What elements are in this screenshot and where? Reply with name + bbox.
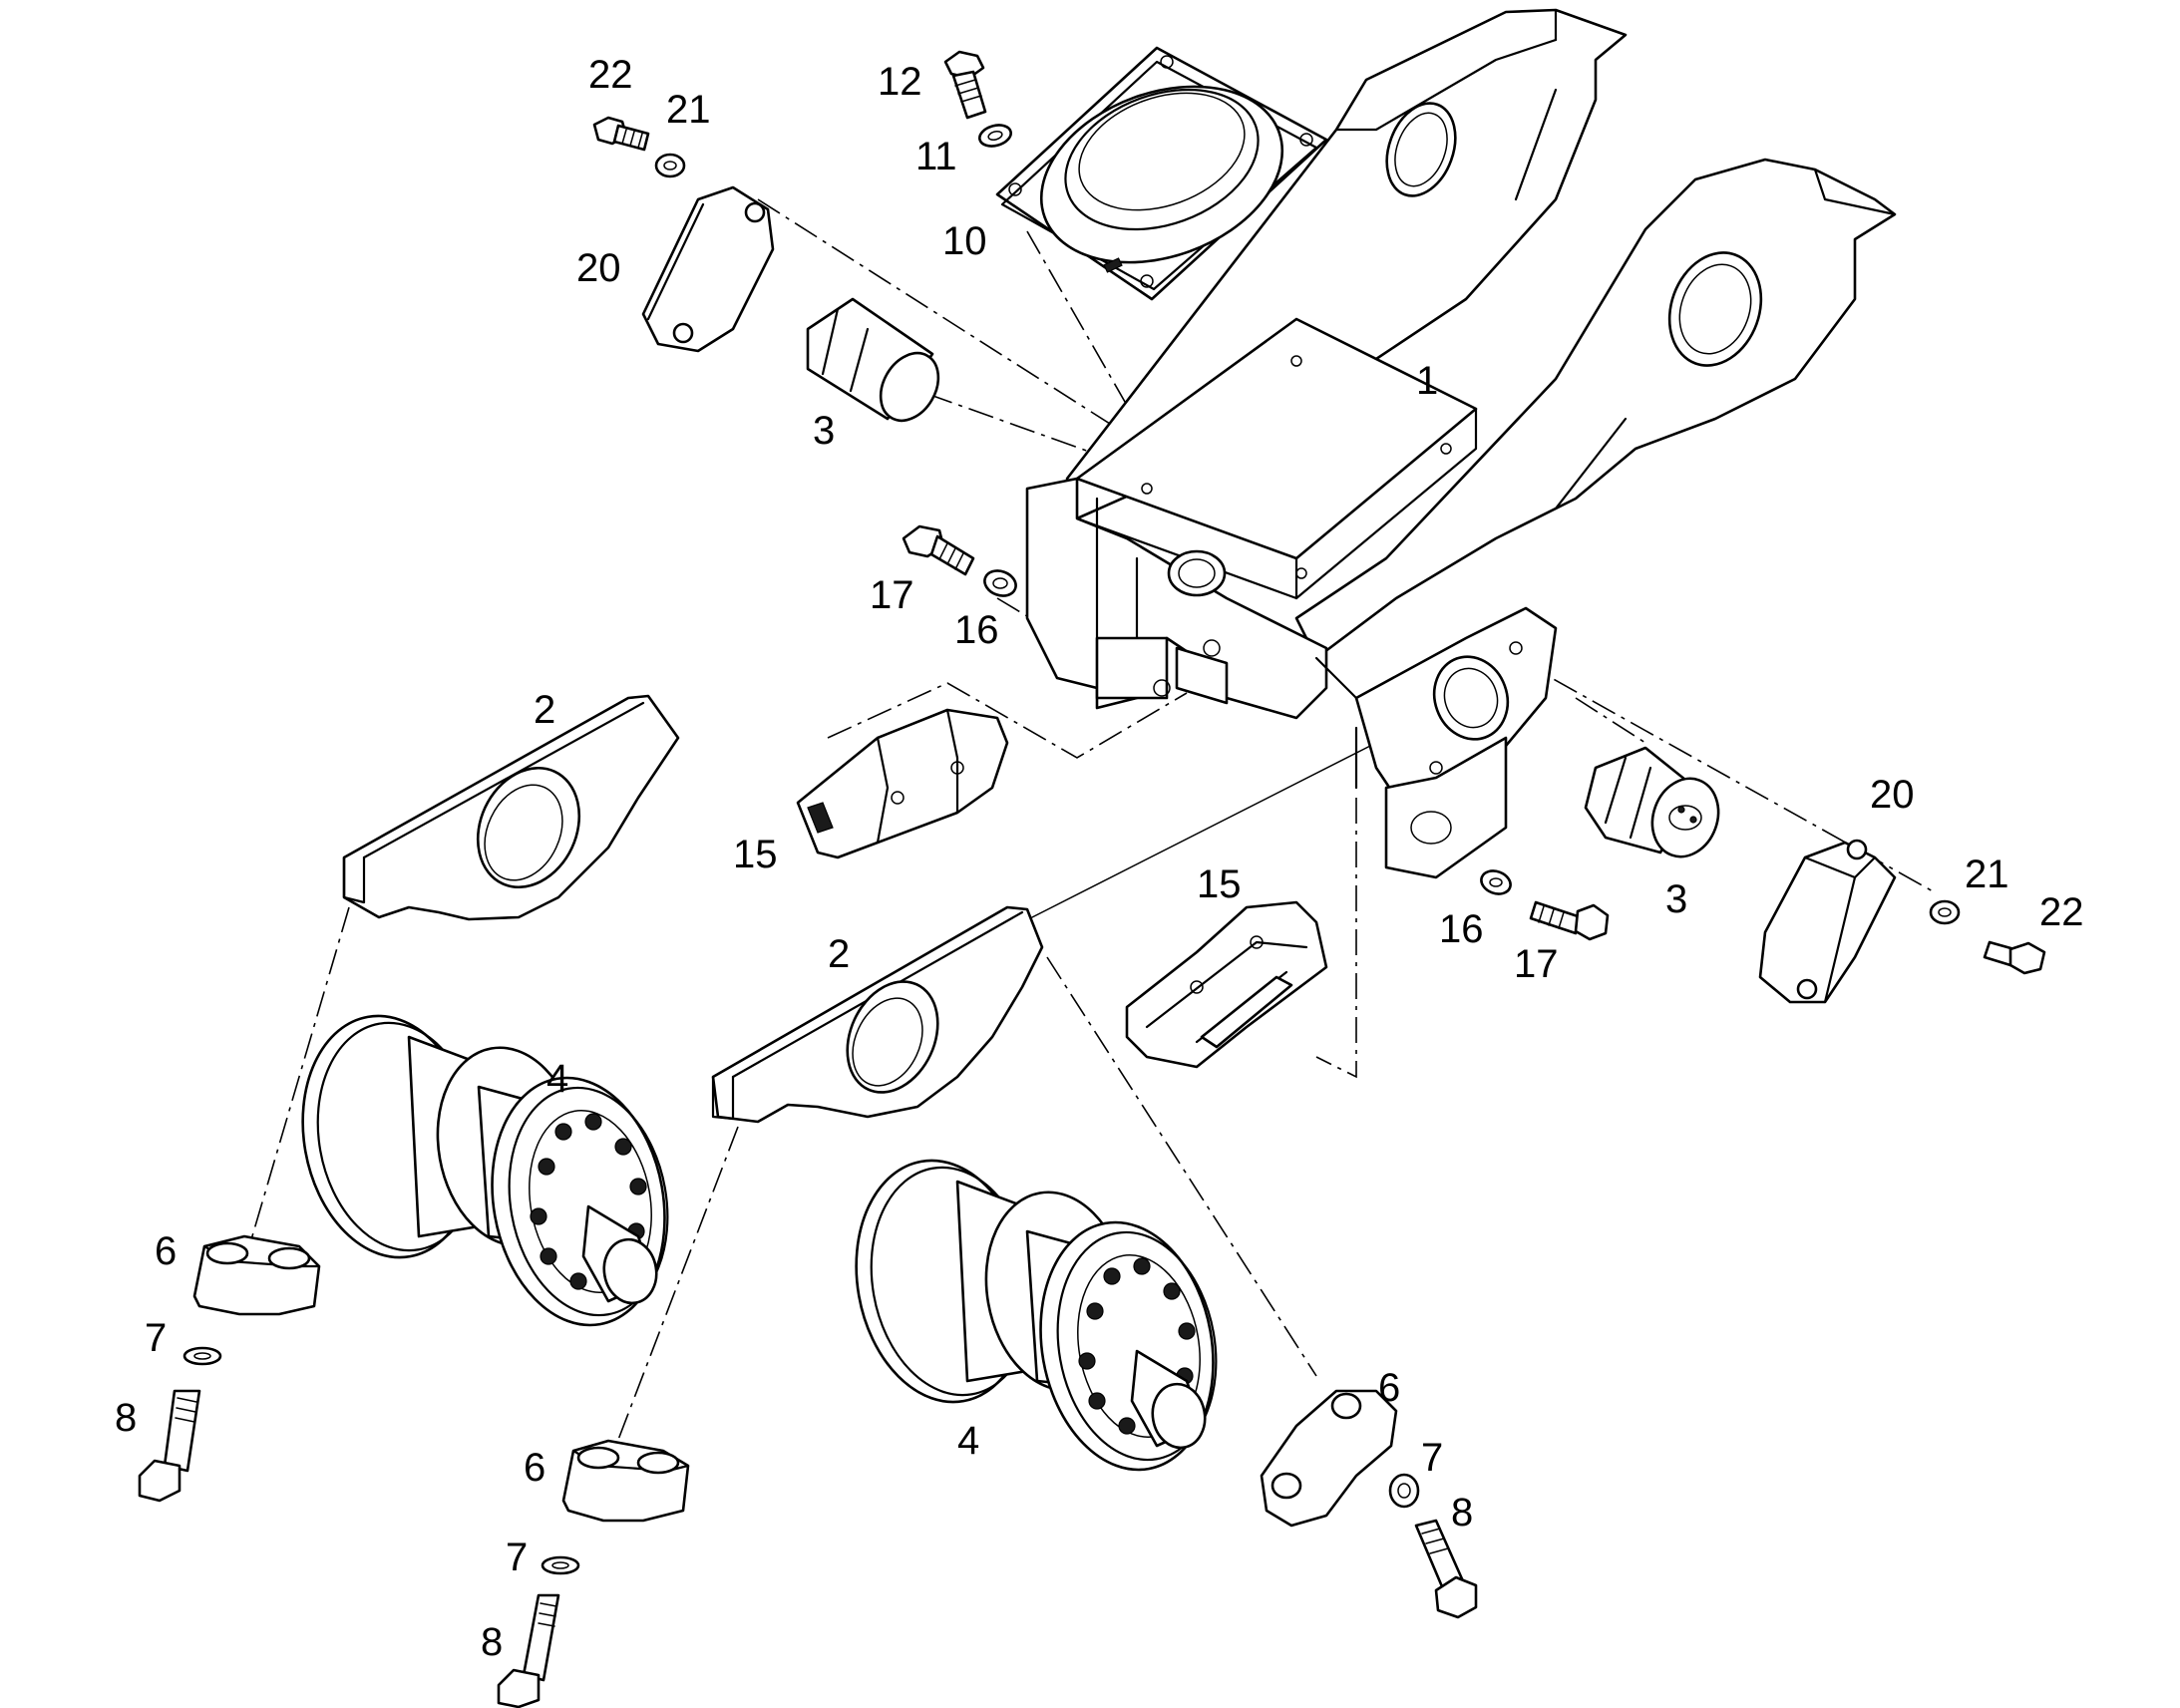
bolt-8-c-part [1414,1519,1478,1619]
callout-6-c: 6 [1378,1366,1400,1410]
guide-15-right-part [1125,900,1328,1069]
bracket-2-upper-part [342,694,680,921]
callout-3-right: 3 [1665,877,1687,921]
roller-4-right-part [855,1159,1218,1472]
clamp-6-b-part [561,1439,690,1523]
callout-4-left: 4 [546,1057,568,1101]
washer-21-left-part [654,153,686,178]
bolt-8-b-part [497,1593,560,1708]
washer-16-lower-part [1480,869,1512,895]
callout-16-upper: 16 [954,608,999,652]
callout-17-upper: 17 [870,573,914,617]
callout-8-c: 8 [1451,1491,1473,1535]
callout-22-left: 22 [588,53,633,97]
callout-21-left: 21 [666,88,711,132]
roller-4-left-part [301,1014,669,1327]
callout-10: 10 [942,219,987,263]
callout-22-right: 22 [2039,890,2084,934]
main-frame-part [1025,8,1897,879]
callout-20-left: 20 [576,246,621,290]
callout-2-lower: 2 [828,932,850,976]
callout-7-b: 7 [506,1536,528,1579]
cap-20-left-part [641,185,775,353]
washer-7-c-part [1388,1473,1420,1509]
bolt-8-a-part [138,1389,201,1503]
callout-labels: 1 2 2 3 3 4 4 6 6 6 7 7 7 8 8 8 10 11 12… [115,53,2084,1664]
clamp-6-a-part [192,1234,321,1316]
bolt-12-part [943,50,987,120]
bolt-17-upper-part [902,524,975,576]
callout-21-right: 21 [1965,853,2009,896]
bracket-2-lower-part [711,905,1044,1124]
callout-4-right: 4 [957,1419,979,1463]
washer-11-part [978,124,1012,148]
callout-8-a: 8 [115,1396,137,1440]
callout-20-right: 20 [1870,773,1915,817]
cover-plate-part [995,46,1328,301]
callout-6-b: 6 [524,1446,545,1490]
bolt-22-left-part [592,116,650,152]
callout-2-upper: 2 [534,688,555,732]
callout-15-right: 15 [1197,862,1242,906]
callout-12: 12 [878,60,922,104]
bolt-17-lower-part [1529,900,1610,941]
callout-6-a: 6 [155,1229,177,1273]
callout-7-a: 7 [145,1316,167,1360]
callout-8-b: 8 [481,1620,503,1664]
washer-16-upper-part [983,569,1017,597]
callout-11: 11 [915,135,957,178]
guide-15-left-part [796,708,1009,859]
callout-16-lower: 16 [1439,907,1484,951]
callout-3-upper: 3 [813,409,835,453]
callout-1: 1 [1416,359,1438,403]
callout-15-left: 15 [733,833,778,876]
clamp-6-c-part [1260,1389,1398,1528]
pin-3-right-part [1584,746,1720,858]
bolt-22-right-part [1983,940,2046,975]
callout-7-c: 7 [1421,1436,1443,1480]
pin-3-upper-part [806,297,940,423]
callout-17-lower: 17 [1514,942,1559,986]
washer-7-b-part [541,1555,580,1575]
washer-21-right-part [1929,899,1961,925]
cap-20-right-part [1758,839,1897,1004]
washer-7-a-part [182,1346,222,1366]
